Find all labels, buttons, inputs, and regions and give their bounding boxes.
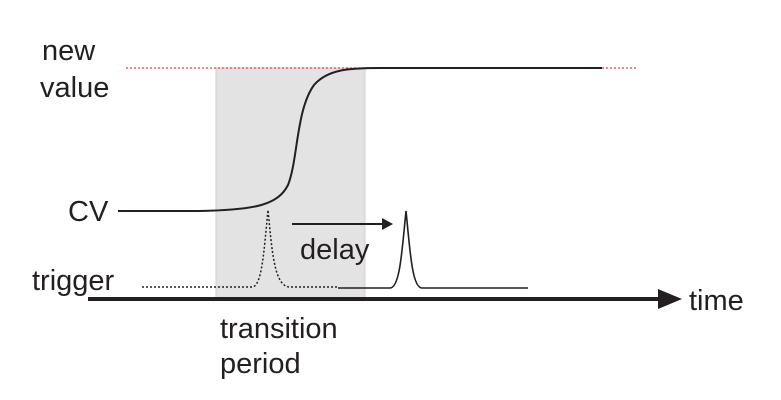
trigger-label: trigger: [32, 265, 115, 297]
delay-label: delay: [300, 234, 370, 266]
transition-period-region: [215, 67, 366, 301]
cv-label: CV: [68, 196, 109, 228]
delay-arrow-head: [382, 218, 393, 230]
new-value-label-line2: value: [40, 72, 109, 104]
time-axis-arrowhead: [658, 289, 682, 309]
cv-curve: [118, 67, 602, 212]
time-label: time: [689, 285, 744, 317]
delayed-trigger-pulse: [338, 210, 528, 289]
transition-period-label-line1: transition: [220, 313, 338, 345]
new-value-label-line1: new: [42, 35, 96, 67]
transition-period-label-line2: period: [220, 348, 301, 380]
